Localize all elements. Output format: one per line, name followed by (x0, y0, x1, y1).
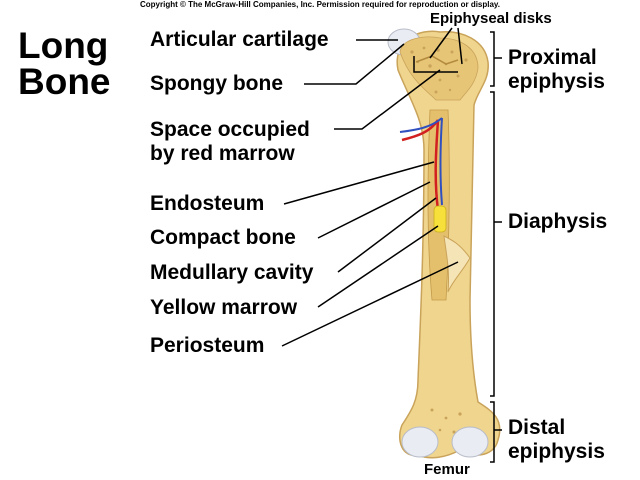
periosteum-flap (443, 235, 471, 293)
label-red-marrow-line-2: by red marrow (150, 142, 295, 165)
label-red-marrow-line-1: Space occupied (150, 118, 310, 141)
leader-periosteum (281, 261, 459, 347)
blue-vessel (399, 117, 443, 206)
distal-cartilage-right (451, 426, 489, 458)
spongy-bracket (413, 56, 458, 73)
leader-epiphyseal-1 (429, 27, 453, 59)
diagram-title: Long Bone (18, 25, 111, 102)
leader-endosteum (283, 161, 435, 205)
epiphyseal-line (415, 55, 459, 65)
medullary-cavity (427, 109, 450, 301)
label-femur: Femur (424, 461, 470, 478)
label-periosteum: Periosteum (150, 334, 265, 357)
bracket-proximal (490, 31, 495, 87)
distal-cartilage-left (401, 426, 439, 458)
label-epiphyseal-disks: Epiphyseal disks (430, 10, 552, 27)
leader-epiphyseal-2 (457, 27, 463, 65)
label-compact-bone: Compact bone (150, 226, 296, 249)
label-yellow-marrow: Yellow marrow (150, 296, 298, 319)
leader-spongy-bone (304, 43, 405, 85)
bracket-distal (490, 401, 495, 463)
leader-red-marrow (334, 69, 441, 130)
label-distal-line-1: Distal (508, 416, 566, 439)
bracket-diaphysis (490, 91, 495, 397)
leader-compact-bone (317, 181, 431, 239)
yellow-marrow (433, 205, 447, 233)
title-line-1: Long (18, 25, 109, 66)
spongy-bone-region (399, 36, 479, 101)
leader-yellow-marrow (317, 225, 439, 308)
label-distal-line-2: epiphysis (508, 440, 605, 463)
leader-medullary-cavity (337, 197, 437, 273)
label-diaphysis: Diaphysis (508, 210, 608, 233)
label-proximal-line-1: Proximal (508, 46, 597, 69)
copyright-notice: Copyright © The McGraw-Hill Companies, I… (139, 0, 501, 9)
label-articular-cartilage: Articular cartilage (150, 28, 329, 51)
label-endosteum: Endosteum (150, 192, 265, 215)
label-medullary-cavity: Medullary cavity (150, 261, 314, 284)
label-proximal-line-2: epiphysis (508, 70, 605, 93)
title-line-2: Bone (18, 61, 111, 102)
label-spongy-bone: Spongy bone (150, 72, 283, 95)
